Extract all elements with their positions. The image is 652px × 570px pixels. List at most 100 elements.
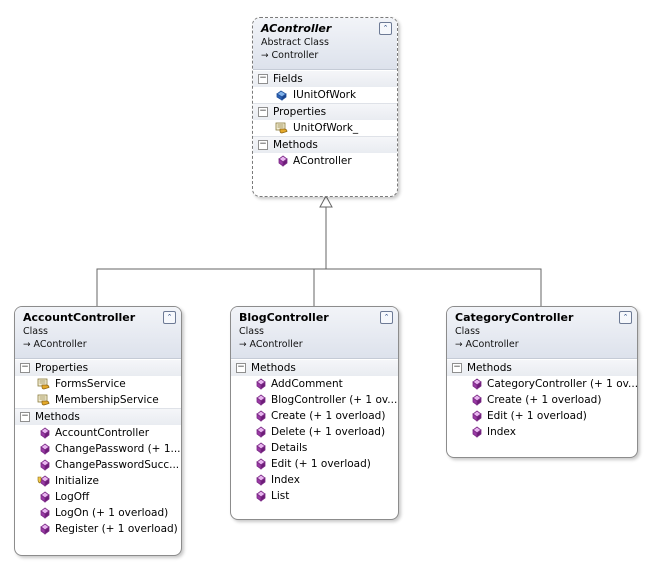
member-methods[interactable]: BlogController (+ 1 ov... — [231, 392, 398, 408]
member-methods[interactable]: Edit (+ 1 overload) — [231, 456, 398, 472]
class-name: AController — [261, 22, 332, 35]
member-methods[interactable]: List — [231, 488, 398, 504]
member-methods[interactable]: LogOn (+ 1 overload) — [15, 505, 181, 521]
member-name: BlogController (+ 1 ov... — [271, 394, 398, 406]
class-base: →AController — [239, 338, 390, 352]
member-name: UnitOfWork_ — [293, 122, 359, 134]
protected-method-icon — [37, 475, 50, 487]
section-fields[interactable]: −Fields — [253, 71, 397, 87]
section-properties[interactable]: −Properties — [15, 360, 181, 376]
method-cube-icon — [40, 443, 50, 455]
method-cube-icon — [40, 459, 50, 471]
method-cube-icon — [256, 458, 266, 470]
member-methods[interactable]: AddComment — [231, 376, 398, 392]
method-cube-icon — [256, 394, 266, 406]
member-name: List — [271, 490, 290, 502]
base-class-name: AController — [33, 339, 87, 350]
member-methods[interactable]: Details — [231, 440, 398, 456]
section-title: Methods — [467, 362, 512, 374]
method-cube-icon — [40, 427, 50, 439]
base-class-name: Controller — [271, 50, 319, 61]
section-collapse-icon[interactable]: − — [258, 106, 268, 117]
section-methods[interactable]: −Methods — [231, 360, 398, 376]
member-methods[interactable]: Edit (+ 1 overload) — [447, 408, 637, 424]
member-methods[interactable]: Create (+ 1 overload) — [447, 392, 637, 408]
section-collapse-icon[interactable]: − — [20, 362, 30, 373]
member-name: AccountController — [55, 427, 150, 439]
class-name: AccountController — [23, 311, 136, 324]
member-properties[interactable]: UnitOfWork_ — [253, 120, 397, 136]
method-cube-icon — [40, 491, 50, 503]
member-methods[interactable]: AController — [253, 153, 397, 169]
member-methods[interactable]: Register (+ 1 overload) — [15, 521, 181, 537]
section-collapse-icon[interactable]: − — [20, 411, 30, 422]
member-name: CategoryController (+ 1 ov... — [487, 378, 637, 390]
member-methods[interactable]: AccountController — [15, 425, 181, 441]
collapse-icon[interactable]: ⌃ — [380, 311, 393, 324]
class-name: CategoryController — [455, 311, 574, 324]
method-cube-icon — [256, 378, 266, 390]
member-methods[interactable]: Create (+ 1 overload) — [231, 408, 398, 424]
member-fields[interactable]: IUnitOfWork — [253, 87, 397, 103]
member-methods[interactable]: ChangePasswordSucc... — [15, 457, 181, 473]
section-title: Methods — [273, 139, 318, 151]
member-name: Edit (+ 1 overload) — [487, 410, 587, 422]
member-methods[interactable]: Initialize — [15, 473, 181, 489]
section-collapse-icon[interactable]: − — [258, 73, 268, 84]
method-cube-icon — [256, 426, 266, 438]
collapse-icon[interactable]: ⌃ — [163, 311, 176, 324]
member-methods[interactable]: Index — [231, 472, 398, 488]
section-collapse-icon[interactable]: − — [452, 362, 462, 373]
method-cube-icon — [256, 442, 266, 454]
collapse-icon[interactable]: ⌃ — [619, 311, 632, 324]
class-base: →AController — [23, 338, 173, 352]
section-collapse-icon[interactable]: − — [258, 139, 268, 150]
base-class-name: AController — [465, 339, 519, 350]
inheritance-line-account — [96, 268, 326, 307]
member-name: Register (+ 1 overload) — [55, 523, 178, 535]
section-properties[interactable]: −Properties — [253, 103, 397, 120]
method-cube-icon — [256, 474, 266, 486]
member-properties[interactable]: FormsService — [15, 376, 181, 392]
member-name: Initialize — [55, 475, 99, 487]
member-methods[interactable]: Delete (+ 1 overload) — [231, 424, 398, 440]
section-methods[interactable]: −Methods — [253, 136, 397, 153]
section-methods[interactable]: −Methods — [447, 360, 637, 376]
inherits-arrow-icon: → — [23, 340, 31, 350]
member-name: MembershipService — [55, 394, 159, 406]
collapse-icon[interactable]: ⌃ — [379, 22, 392, 35]
member-name: LogOn (+ 1 overload) — [55, 507, 169, 519]
member-name: Edit (+ 1 overload) — [271, 458, 371, 470]
member-name: ChangePasswordSucc... — [55, 459, 180, 471]
inherits-arrow-icon: → — [239, 340, 247, 350]
member-properties[interactable]: MembershipService — [15, 392, 181, 408]
property-hand-icon — [275, 122, 288, 134]
inherits-arrow-icon: → — [261, 51, 269, 61]
method-cube-icon — [256, 490, 266, 502]
method-cube-icon — [40, 507, 50, 519]
section-methods[interactable]: −Methods — [15, 408, 181, 425]
inheritance-line-category — [326, 268, 542, 307]
method-cube-icon — [40, 523, 50, 535]
member-methods[interactable]: Index — [447, 424, 637, 440]
method-cube-icon — [472, 426, 482, 438]
class-base: →AController — [455, 338, 629, 352]
section-collapse-icon[interactable]: − — [236, 362, 246, 373]
member-name: Index — [487, 426, 516, 438]
member-methods[interactable]: ChangePassword (+ 1... — [15, 441, 181, 457]
inherits-arrow-icon: → — [455, 340, 463, 350]
member-methods[interactable]: CategoryController (+ 1 ov... — [447, 376, 637, 392]
member-name: ChangePassword (+ 1... — [55, 443, 181, 455]
member-methods[interactable]: LogOff — [15, 489, 181, 505]
